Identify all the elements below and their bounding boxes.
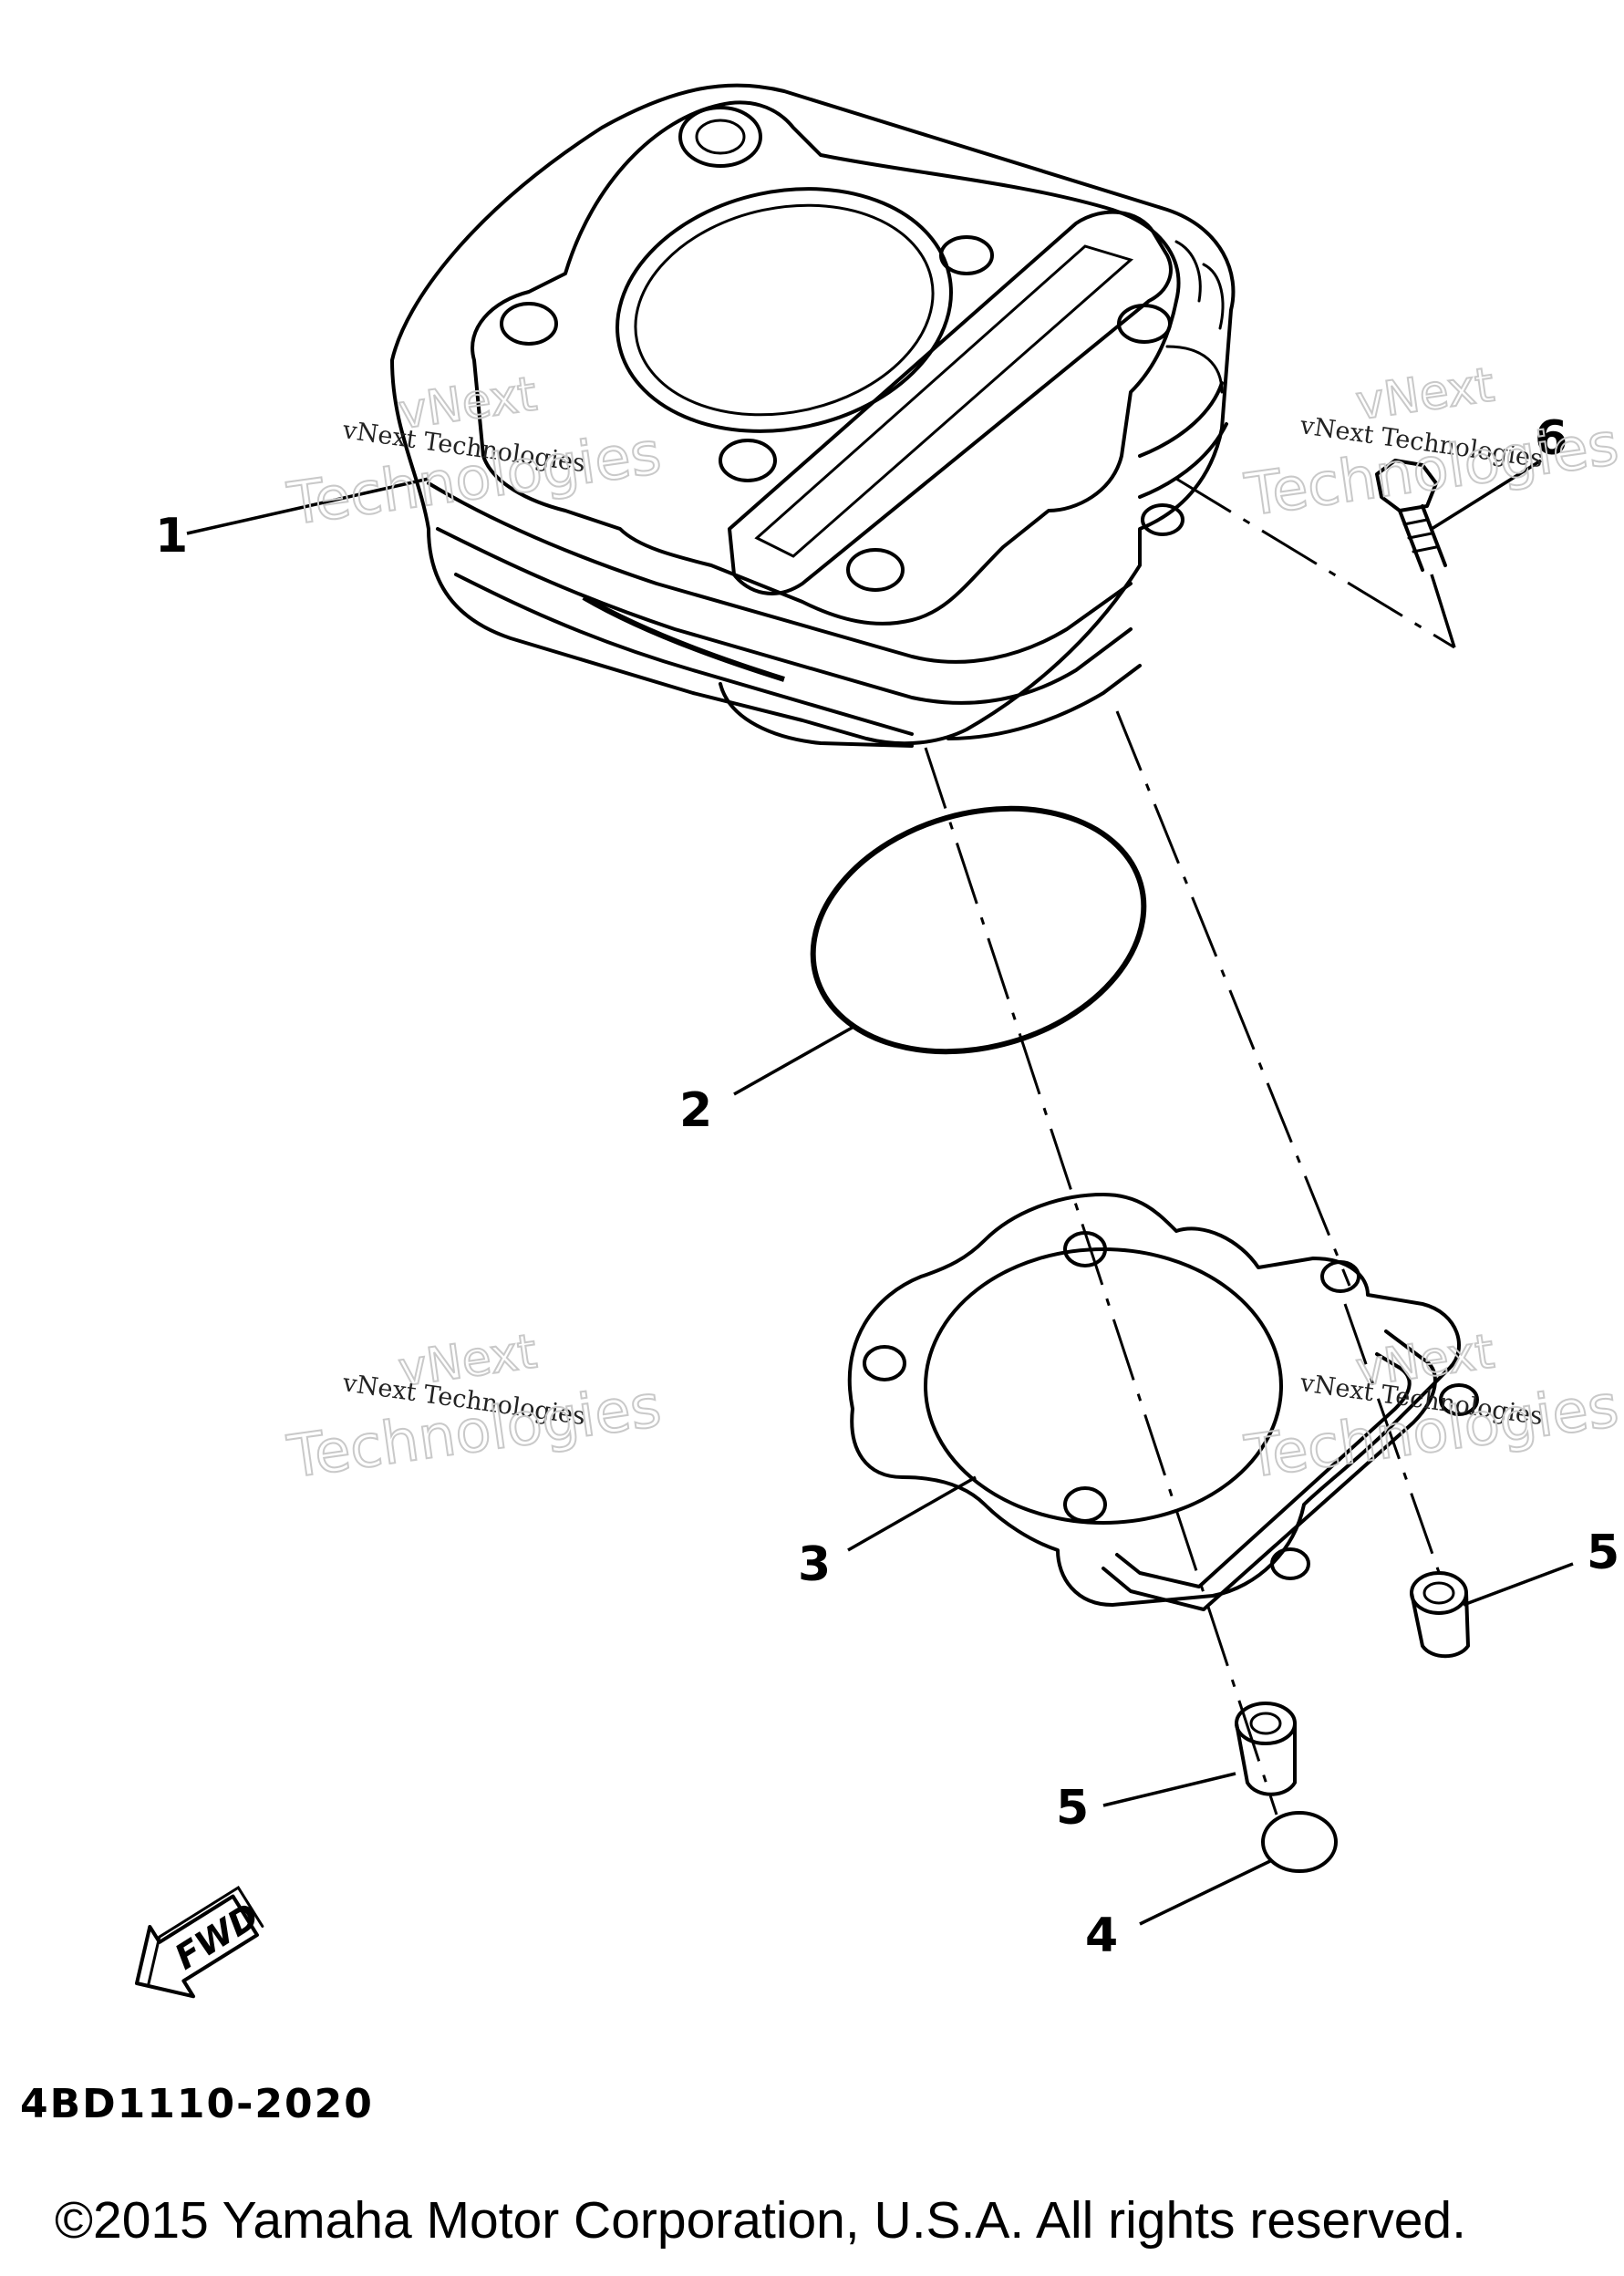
dowel-pin-part-5b <box>1235 1702 1297 1796</box>
callout-6: 6 <box>1535 411 1567 466</box>
leader-lines <box>186 459 1574 1926</box>
callout-5a: 5 <box>1587 1526 1619 1580</box>
callout-5b: 5 <box>1056 1781 1089 1836</box>
assembly-center-lines <box>924 477 1456 1816</box>
watermark-1: vNext vNext Technologies Technologies <box>283 366 666 540</box>
callout-2: 2 <box>679 1083 712 1138</box>
watermark-3: vNext vNext Technologies Technologies <box>283 1323 666 1493</box>
cylinder-part-1 <box>390 83 1236 748</box>
watermark-4: vNext vNext Technologies Technologies <box>1240 1323 1623 1493</box>
callout-3: 3 <box>798 1537 831 1592</box>
svg-text:Technologies: Technologies <box>1241 410 1622 530</box>
svg-text:vNext: vNext <box>1352 357 1497 431</box>
callout-1: 1 <box>155 509 188 564</box>
dowel-pin-part-5a <box>1410 1571 1470 1659</box>
copyright-notice: ©2015 Yamaha Motor Corporation, U.S.A. A… <box>55 2191 1466 2250</box>
plug-part-4 <box>1261 1811 1338 1873</box>
bolt-part-6 <box>1375 459 1447 572</box>
o-ring-part-2 <box>810 805 1147 1055</box>
watermark-2: vNext vNext Technologies Technologies <box>1240 357 1623 531</box>
callout-4: 4 <box>1085 1909 1118 1963</box>
part-number: 4BD1110-2020 <box>20 2081 374 2127</box>
fwd-arrow-icon: FWD <box>135 1886 266 1999</box>
gasket-part-3 <box>847 1193 1479 1611</box>
